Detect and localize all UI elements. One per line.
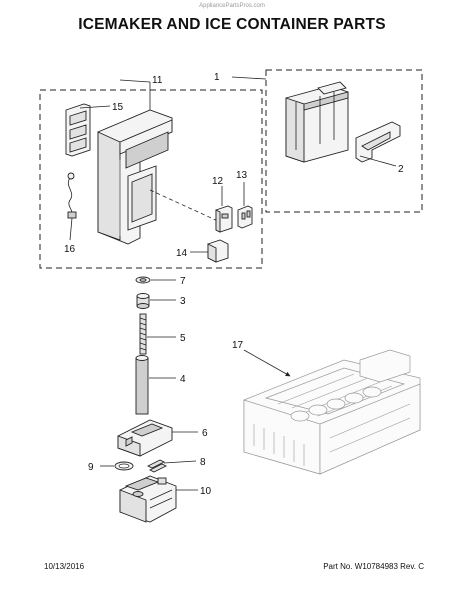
callout-5: 5 — [180, 333, 186, 344]
callout-8: 8 — [200, 457, 206, 468]
callout-1: 1 — [214, 72, 220, 83]
key-part — [146, 459, 168, 473]
leader-line-1 — [231, 76, 267, 80]
leader-line-17 — [243, 349, 291, 377]
callout-14: 14 — [176, 248, 188, 259]
leader-line-16 — [69, 217, 73, 241]
callout-11: 11 — [152, 75, 163, 86]
watermark: AppliancePartsPros.com — [199, 3, 265, 9]
callout-12: 12 — [212, 176, 224, 187]
page-title: ICEMAKER AND ICE CONTAINER PARTS — [78, 16, 386, 33]
leader-line-15 — [79, 105, 111, 109]
callout-15: 15 — [112, 102, 124, 113]
shaft-part — [135, 355, 149, 415]
switch-module-part — [215, 205, 233, 233]
footer-date: 10/13/2016 — [44, 562, 85, 571]
callout-16: 16 — [64, 244, 76, 255]
auger-spring-part — [139, 313, 147, 355]
icemaker-assembly-part — [243, 349, 421, 475]
leader-line-8 — [163, 460, 197, 464]
callout-17: 17 — [232, 340, 244, 351]
icemaker-housing-part — [97, 109, 173, 245]
connector-part — [237, 205, 253, 229]
group-box-11 — [39, 89, 263, 269]
footer-part-number: Part No. W10784983 Rev. C — [323, 562, 424, 571]
cover-plate-part — [65, 103, 91, 157]
motor-bracket-part — [117, 419, 173, 457]
callout-6: 6 — [202, 428, 208, 439]
o-ring-part — [114, 461, 134, 471]
ice-container-part — [285, 81, 349, 163]
callout-3: 3 — [180, 296, 186, 307]
callout-7: 7 — [180, 276, 186, 287]
group-box-1 — [265, 69, 423, 213]
callout-10: 10 — [200, 486, 212, 497]
callout-9: 9 — [88, 462, 94, 473]
washer-part-7 — [135, 276, 151, 284]
callout-2: 2 — [398, 164, 404, 175]
motor-part — [119, 475, 177, 523]
bushing-part — [136, 293, 150, 309]
relay-block-part — [207, 239, 229, 263]
callout-13: 13 — [236, 170, 248, 181]
leader-line-11b — [119, 79, 151, 83]
callout-4: 4 — [180, 374, 186, 385]
container-bracket-part — [355, 121, 401, 163]
wire-harness-part — [67, 172, 77, 219]
assembly-axis — [149, 189, 221, 223]
leader-line-2 — [359, 155, 397, 167]
